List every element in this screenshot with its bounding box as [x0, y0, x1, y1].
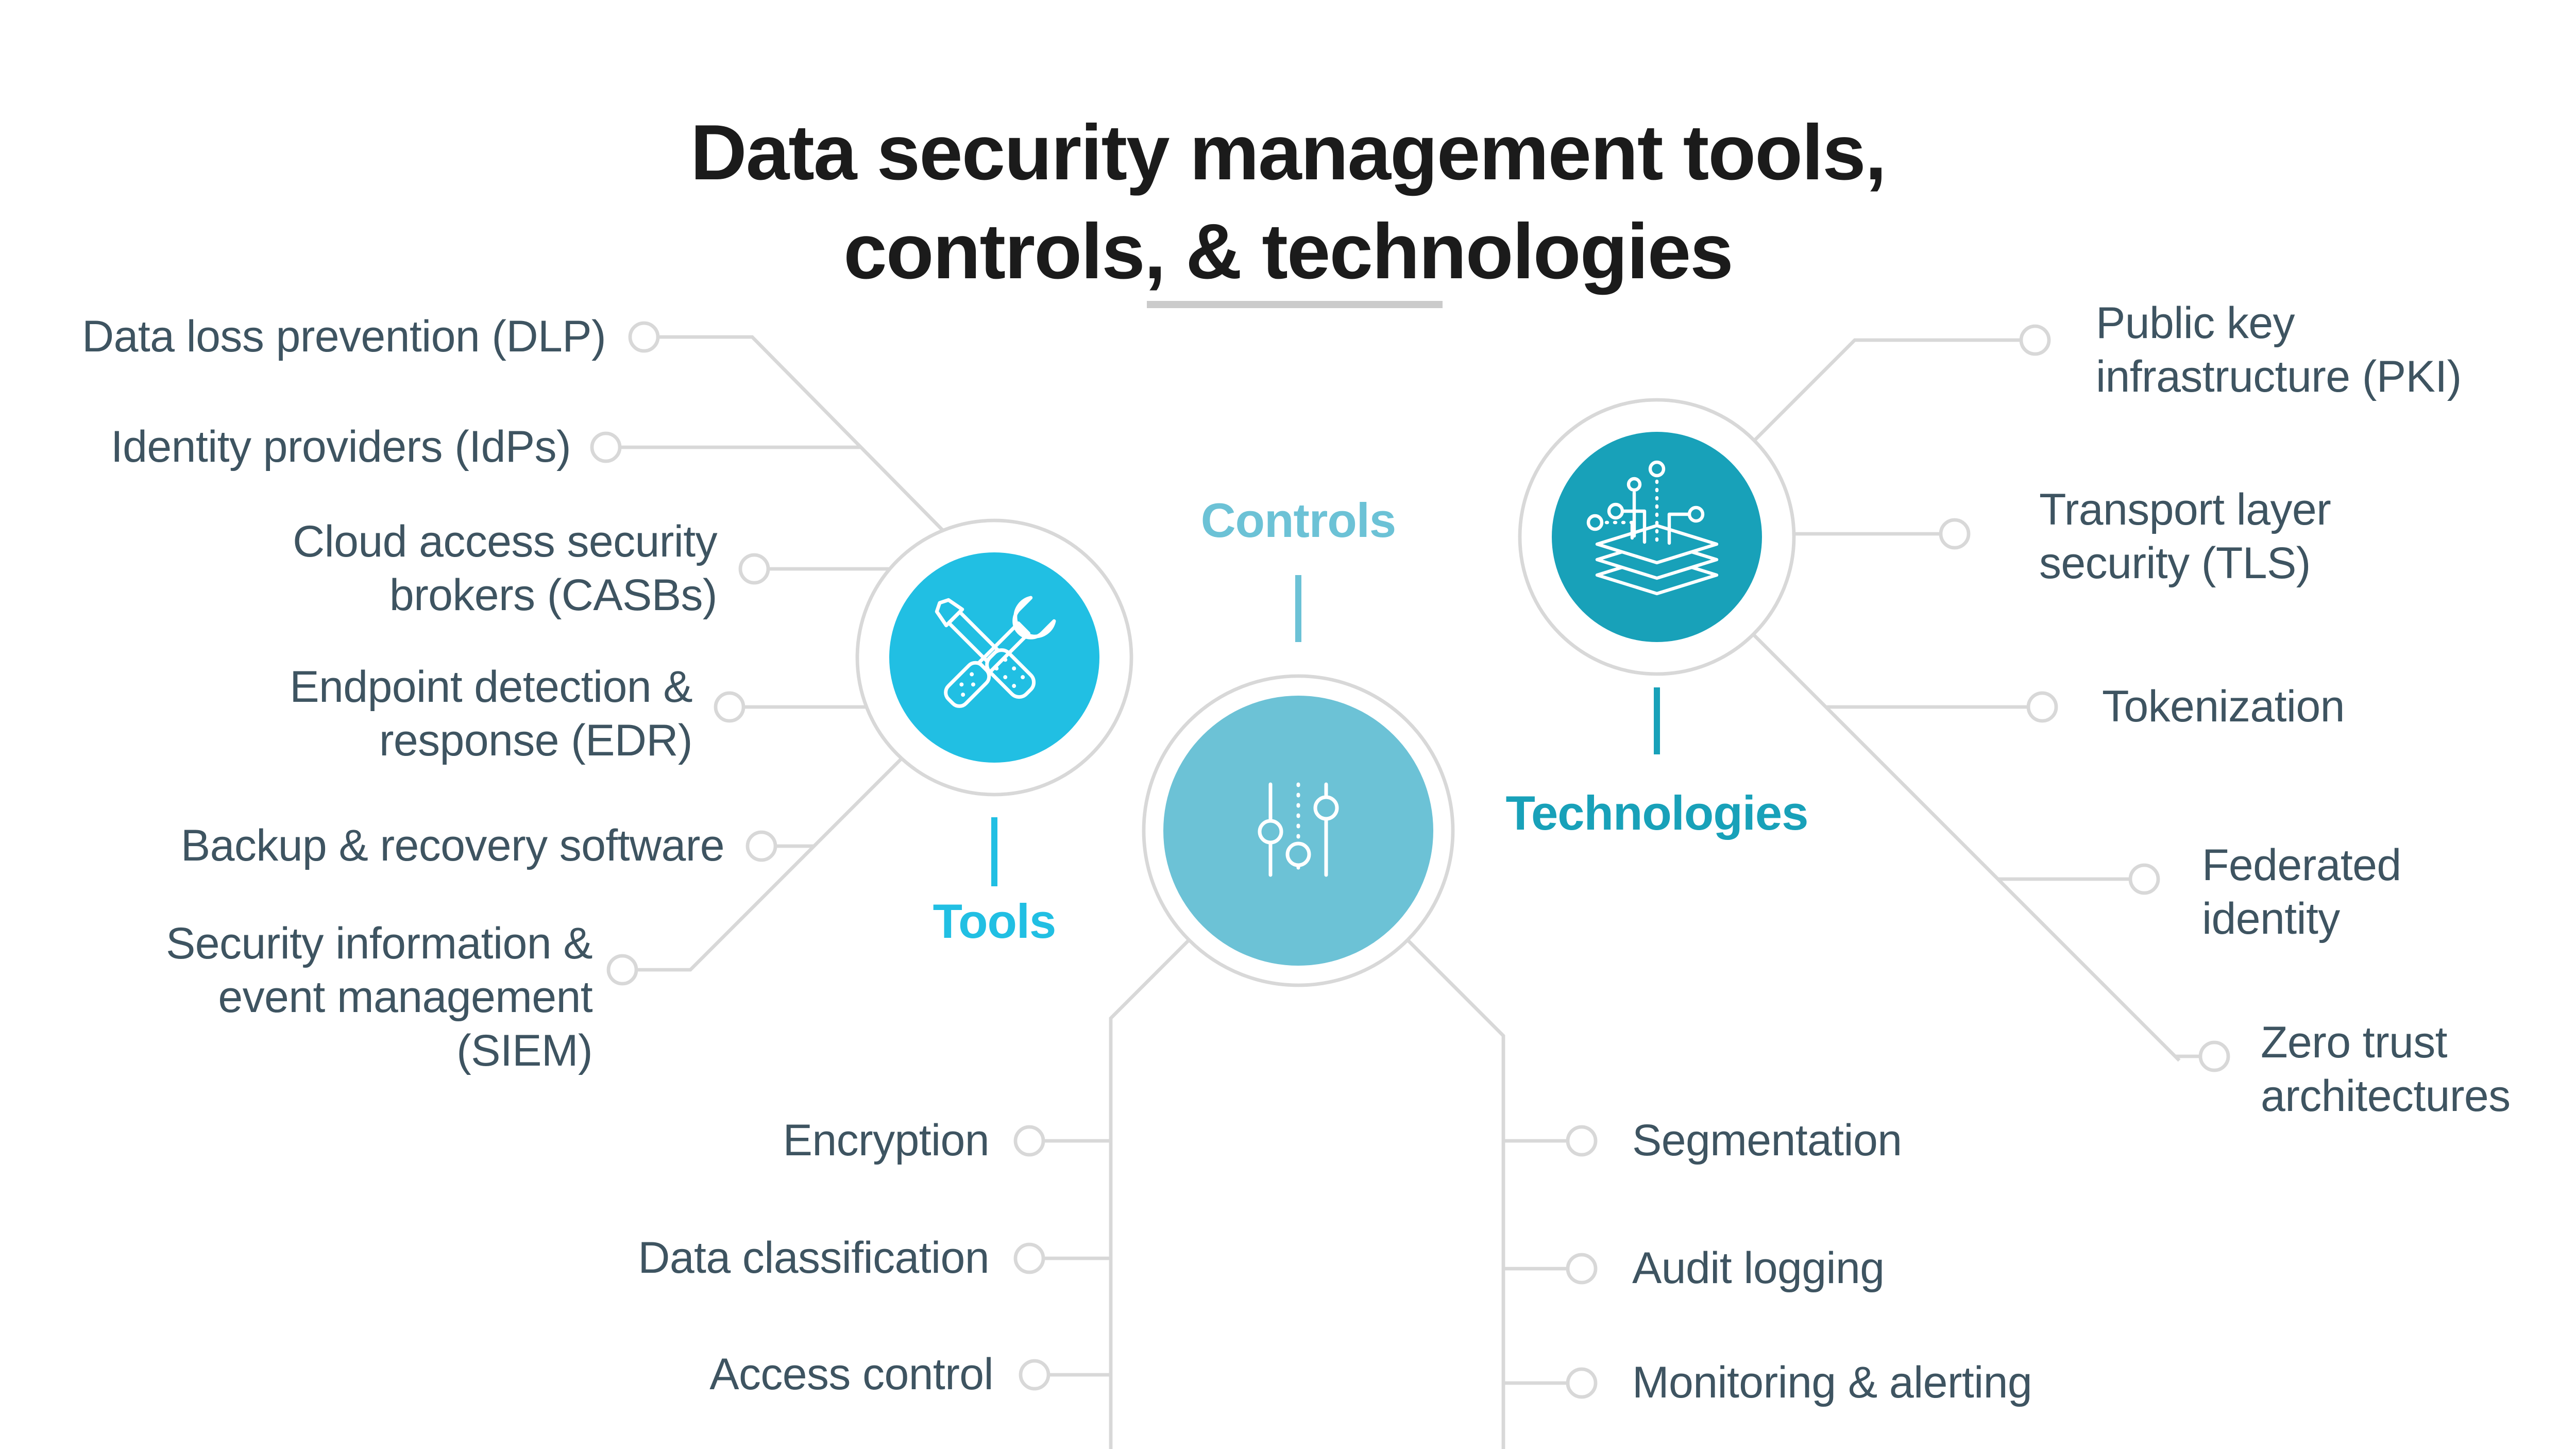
spoke-label-data-classification-line1: Data classification: [638, 1234, 989, 1283]
connector-controls-left-leg: [1109, 917, 1212, 1449]
marker-data-classification: [1013, 1242, 1045, 1274]
spoke-label-dlp-line1: Data loss prevention (DLP): [82, 312, 606, 362]
spoke-label-siem-line1: Security information &: [165, 919, 593, 969]
connector-siem: [622, 726, 934, 972]
page-title-line-1: Data security management tools,: [690, 109, 1887, 197]
spoke-label-encryption-line1: Encryption: [783, 1116, 990, 1166]
spoke-label-segmentation: Segmentation: [1632, 1114, 1902, 1168]
sliders-icon: [1258, 782, 1339, 877]
spoke-label-access-control-line1: Access control: [709, 1350, 993, 1400]
page-title: Data security management tools, controls…: [0, 104, 2576, 302]
spoke-label-encryption: Encryption: [783, 1114, 990, 1168]
spoke-label-data-classification: Data classification: [638, 1232, 989, 1285]
spoke-label-casb: Cloud access security brokers (CASBs): [293, 515, 717, 622]
spoke-label-idps: Identity providers (IdPs): [111, 420, 571, 474]
spoke-label-federated-line2: identity: [2202, 895, 2340, 944]
spoke-label-monitoring: Monitoring & alerting: [1632, 1356, 2032, 1410]
marker-audit-logging: [1566, 1253, 1598, 1285]
marker-zero-trust: [2198, 1040, 2230, 1072]
spoke-label-casb-line2: brokers (CASBs): [389, 571, 718, 620]
spoke-label-backup: Backup & recovery software: [180, 819, 725, 873]
spoke-label-backup-line1: Backup & recovery software: [180, 821, 725, 871]
marker-tokenization: [2026, 691, 2058, 723]
marker-casb: [738, 553, 770, 585]
layers-circuit-icon: [1586, 460, 1719, 596]
connector-dlp: [644, 335, 975, 563]
screwdriver-wrench-icon: [935, 596, 1056, 708]
spoke-label-pki: Public key infrastructure (PKI): [2096, 297, 2462, 404]
spoke-label-access-control: Access control: [709, 1348, 993, 1402]
spoke-label-pki-line1: Public key: [2096, 299, 2295, 348]
marker-pki: [2019, 324, 2051, 356]
hub-tools: [855, 518, 1133, 797]
spoke-label-idps-line1: Identity providers (IdPs): [110, 423, 571, 472]
spoke-label-zero-trust-line1: Zero trust: [2261, 1018, 2448, 1068]
marker-backup: [745, 830, 777, 862]
page-title-line-2: controls, & technologies: [843, 208, 1734, 296]
hub-controls: [1142, 674, 1455, 987]
hub-label-stubs: [991, 575, 1660, 886]
marker-access-control: [1019, 1359, 1050, 1391]
spoke-label-federated-line1: Federated: [2202, 841, 2401, 890]
spoke-label-tokenization-line1: Tokenization: [2102, 682, 2345, 732]
marker-siem: [606, 954, 638, 986]
spoke-label-siem-line2: event management: [218, 973, 592, 1022]
marker-dlp: [628, 321, 660, 353]
spoke-label-audit-logging-line1: Audit logging: [1632, 1244, 1885, 1293]
connector-controls-right-leg: [1384, 917, 1505, 1449]
spoke-label-audit-logging: Audit logging: [1632, 1242, 1885, 1295]
marker-tls: [1939, 518, 1971, 550]
hub-title-technologies: Technologies: [1505, 785, 1809, 840]
hub-tools-circle: [889, 552, 1099, 763]
marker-monitoring: [1566, 1367, 1598, 1399]
spoke-label-dlp: Data loss prevention (DLP): [82, 310, 606, 364]
hub-controls-circle: [1163, 696, 1433, 966]
hub-technologies: [1518, 398, 1796, 676]
spoke-label-edr-line1: Endpoint detection &: [290, 663, 692, 712]
hub-title-controls: Controls: [1200, 493, 1396, 547]
hub-title-tools: Tools: [933, 894, 1057, 948]
spoke-label-edr: Endpoint detection & response (EDR): [290, 661, 692, 768]
spoke-label-federated: Federated identity: [2202, 839, 2401, 946]
spoke-label-tls: Transport layer security (TLS): [2039, 483, 2331, 591]
spoke-label-zero-trust-line2: architectures: [2261, 1072, 2511, 1121]
marker-federated: [2128, 863, 2160, 895]
marker-segmentation: [1566, 1125, 1598, 1157]
title-divider: [1147, 301, 1443, 308]
spoke-label-tls-line2: security (TLS): [2039, 539, 2311, 588]
connector-tech-diagonal: [1719, 600, 2181, 1062]
spoke-label-pki-line2: infrastructure (PKI): [2096, 352, 2462, 402]
spoke-label-tls-line1: Transport layer: [2039, 485, 2331, 535]
spoke-label-siem: Security information & event management …: [165, 917, 593, 1078]
spoke-label-casb-line1: Cloud access security: [293, 517, 717, 567]
spoke-label-segmentation-line1: Segmentation: [1632, 1116, 1902, 1166]
marker-edr: [714, 691, 745, 723]
spoke-label-zero-trust: Zero trust architectures: [2261, 1016, 2511, 1123]
spoke-label-edr-line2: response (EDR): [379, 716, 693, 766]
marker-encryption: [1013, 1125, 1045, 1157]
connector-pki: [1733, 338, 2035, 462]
spoke-label-tokenization: Tokenization: [2102, 680, 2345, 734]
spoke-label-monitoring-line1: Monitoring & alerting: [1632, 1358, 2032, 1408]
spoke-markers: [590, 321, 2230, 1399]
marker-idps: [590, 431, 622, 463]
spoke-label-siem-line3: (SIEM): [456, 1026, 593, 1076]
